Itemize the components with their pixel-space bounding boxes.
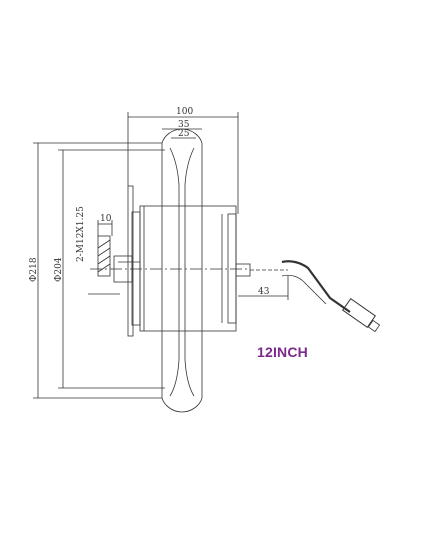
- dimension-thread: 2-M12X1.25: [76, 206, 86, 262]
- cable-connector: [342, 297, 376, 329]
- dimension-phi204: Φ204: [54, 257, 64, 282]
- dimension-43: 43: [258, 287, 270, 297]
- axle-shaft: [235, 263, 251, 277]
- dimension-phi218: Φ218: [29, 257, 39, 282]
- rim-outline: [161, 128, 203, 413]
- dimension-100: 100: [176, 107, 193, 117]
- size-caption: 12INCH: [257, 344, 308, 360]
- dimension-10: 10: [100, 214, 112, 224]
- dimension-35: 35: [178, 120, 190, 130]
- rim-inner-groove: [169, 147, 180, 397]
- cable: [281, 260, 351, 313]
- rim-inner-groove-right: [184, 147, 195, 397]
- hub-flange-right: [227, 213, 237, 324]
- mounting-bracket: [127, 185, 134, 337]
- hatched-section: [97, 235, 111, 277]
- dimension-25: 25: [178, 129, 190, 139]
